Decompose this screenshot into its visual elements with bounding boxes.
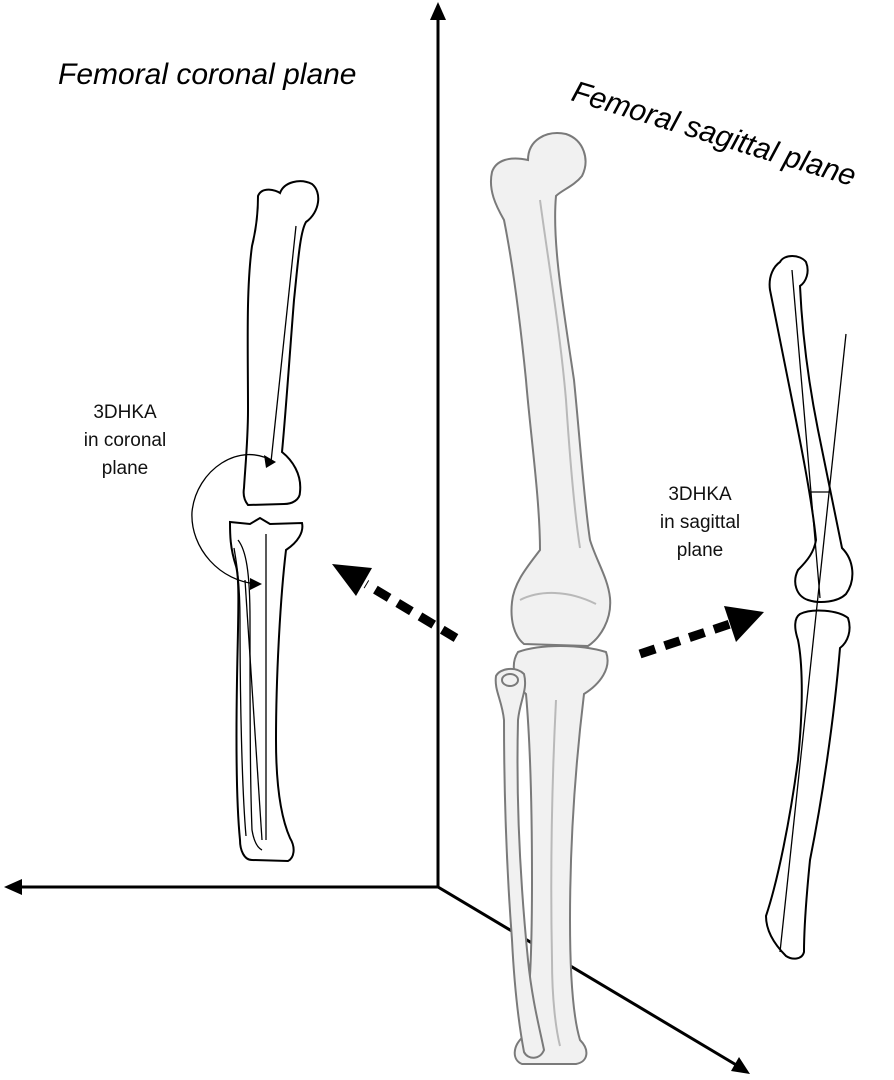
coronal-angle-line-3: plane	[102, 458, 149, 479]
right-dashed-arrow-shaft	[640, 624, 730, 654]
coordinate-axes	[4, 2, 750, 1074]
horizontal-axis-arrowhead	[4, 879, 22, 895]
sagittal-angle-line-1: 3DHKA	[668, 484, 732, 505]
sagittal-leg-outline	[766, 256, 852, 959]
sagittal-femur-outline	[770, 256, 853, 602]
depth-axis	[438, 887, 738, 1066]
coronal-plane-label: Femoral coronal plane	[58, 58, 357, 91]
3d-leg-bones	[491, 133, 610, 1064]
3d-femur	[491, 133, 610, 646]
sagittal-plane-label: Femoral sagittal plane	[568, 75, 860, 193]
coronal-angle-label: 3DHKA in coronal plane	[84, 402, 166, 479]
vertical-axis-arrowhead	[430, 2, 446, 20]
depth-axis-arrowhead	[731, 1057, 750, 1074]
coronal-leg-outline	[192, 181, 318, 861]
sagittal-angle-label: 3DHKA in sagittal plane	[660, 484, 740, 561]
coronal-angle-line-1: 3DHKA	[93, 402, 157, 423]
left-dashed-arrowhead	[332, 564, 372, 596]
coronal-femur-outline	[244, 181, 319, 505]
sagittal-angle-line-2: in sagittal	[660, 512, 740, 533]
right-dashed-arrowhead	[724, 606, 764, 642]
coronal-angle-line-2: in coronal	[84, 430, 166, 451]
sagittal-angle-line-3: plane	[677, 540, 724, 561]
sagittal-tibia-outline	[766, 611, 850, 959]
left-dashed-arrow-shaft	[366, 584, 456, 638]
